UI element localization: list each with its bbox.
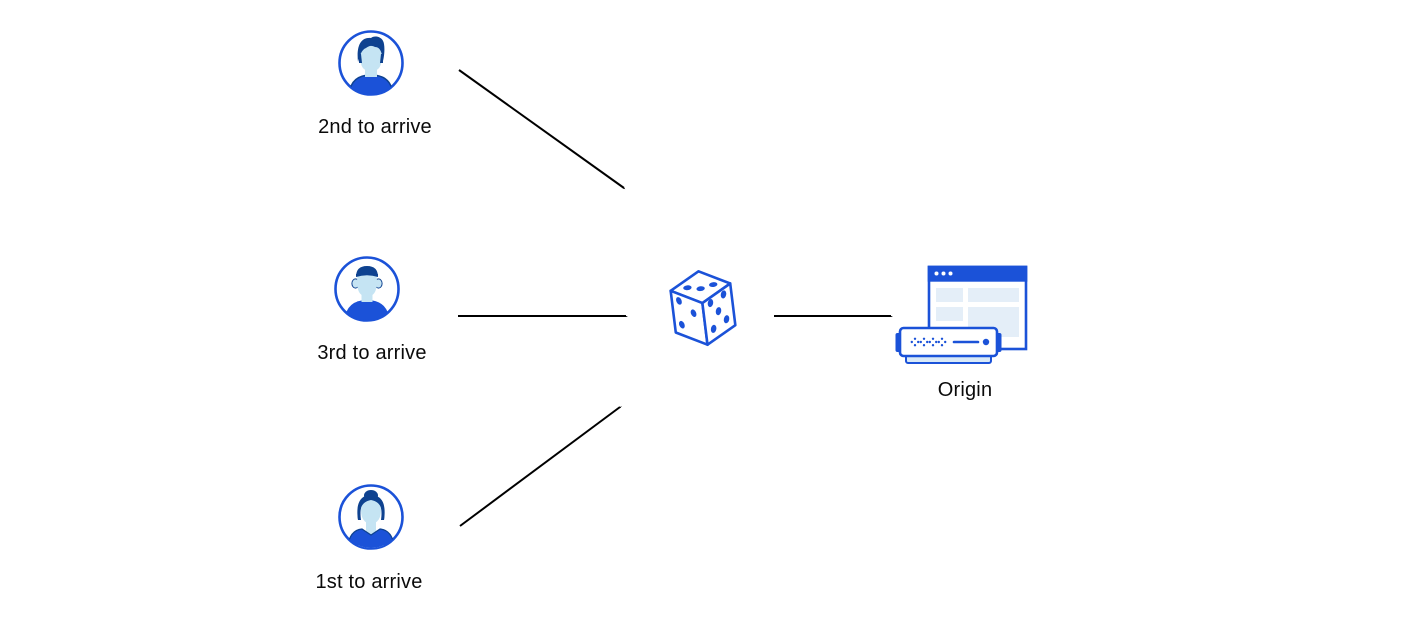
node-client-first [338,484,404,550]
node-label-client-second: 2nd to arrive [318,116,432,138]
arrow-second-to-dice [458,69,624,188]
node-label-client-first: 1st to arrive [315,571,423,593]
arrow-first-to-dice [459,407,620,527]
user-male-flattop-avatar-icon [334,256,400,322]
node-randomizer [666,264,740,354]
node-label-client-third: 3rd to arrive [317,342,427,364]
server-icon [895,326,1002,364]
origin-server-browser-icon [895,265,1028,364]
node-origin [893,262,1033,367]
dice-icon [669,269,737,347]
user-male-avatar-icon [338,30,404,96]
node-label-origin: Origin [937,379,993,401]
user-female-avatar-icon [338,484,404,550]
node-client-second [338,30,404,96]
node-client-third [334,256,400,322]
server-vent-pattern [910,337,947,347]
server-status-light [982,338,990,346]
